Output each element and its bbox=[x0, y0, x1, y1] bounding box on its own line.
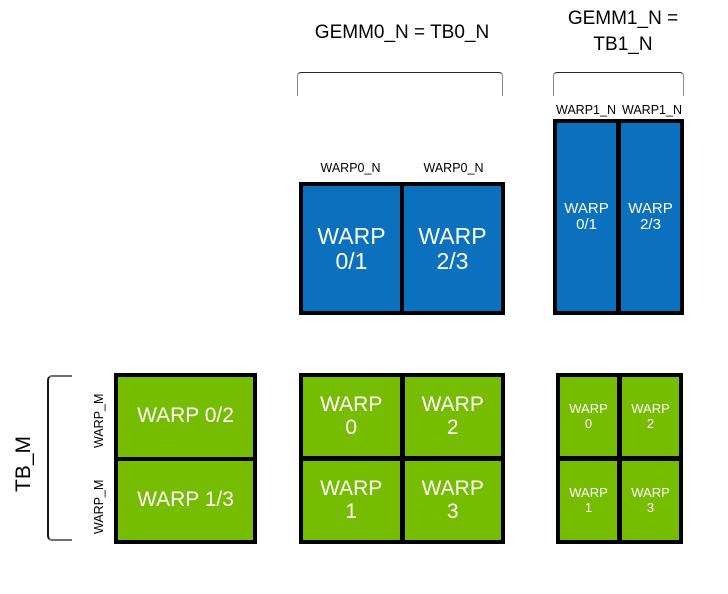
green-cell-warp-1: WARP 1 bbox=[303, 461, 400, 540]
blue-cell-tb1-warp-0-1: WARP 0/1 bbox=[557, 123, 616, 311]
gemm1-bracket bbox=[553, 72, 684, 96]
gemm0-title: GEMM0_N = TB0_N bbox=[314, 22, 490, 43]
middle-green-block: WARP 0 WARP 2 WARP 1 WARP 3 bbox=[299, 373, 505, 544]
warp-m-label-top: WARP_M bbox=[92, 393, 106, 448]
gemm1-blue-block: WARP 0/1 WARP 2/3 bbox=[553, 119, 684, 315]
right-green-block: WARP 0 WARP 2 WARP 1 WARP 3 bbox=[556, 373, 683, 544]
warp0-n-label-left: WARP0_N bbox=[320, 161, 381, 175]
gemm0-bracket bbox=[297, 72, 503, 96]
tb-m-bracket bbox=[47, 375, 72, 541]
green-cell-tb1-warp-1: WARP 1 bbox=[560, 461, 617, 540]
green-cell-warp-2: WARP 2 bbox=[404, 377, 501, 456]
green-cell-warp-3: WARP 3 bbox=[404, 461, 501, 540]
green-cell-tb1-warp-2: WARP 2 bbox=[622, 377, 679, 456]
warp1-n-label-right: WARP1_N bbox=[622, 103, 682, 117]
green-cell-tb1-warp-0: WARP 0 bbox=[560, 377, 617, 456]
blue-cell-warp-0-1: WARP 0/1 bbox=[303, 186, 400, 311]
blue-cell-tb1-warp-2-3: WARP 2/3 bbox=[621, 123, 680, 311]
warp0-n-label-right: WARP0_N bbox=[423, 161, 484, 175]
green-cell-warp-1-3: WARP 1/3 bbox=[118, 460, 253, 540]
tb-m-label: TB_M bbox=[12, 435, 35, 492]
green-cell-warp-0-2: WARP 0/2 bbox=[118, 377, 253, 457]
warp1-n-label-left: WARP1_N bbox=[556, 103, 616, 117]
warp-m-label-bottom: WARP_M bbox=[92, 479, 106, 534]
green-cell-warp-0: WARP 0 bbox=[303, 377, 400, 456]
gemm0-blue-block: WARP 0/1 WARP 2/3 bbox=[299, 182, 505, 315]
gemm1-title: GEMM1_N = TB1_N bbox=[567, 8, 679, 55]
blue-cell-warp-2-3: WARP 2/3 bbox=[404, 186, 501, 311]
green-cell-tb1-warp-3: WARP 3 bbox=[622, 461, 679, 540]
left-green-block: WARP 0/2 WARP 1/3 bbox=[114, 373, 257, 544]
